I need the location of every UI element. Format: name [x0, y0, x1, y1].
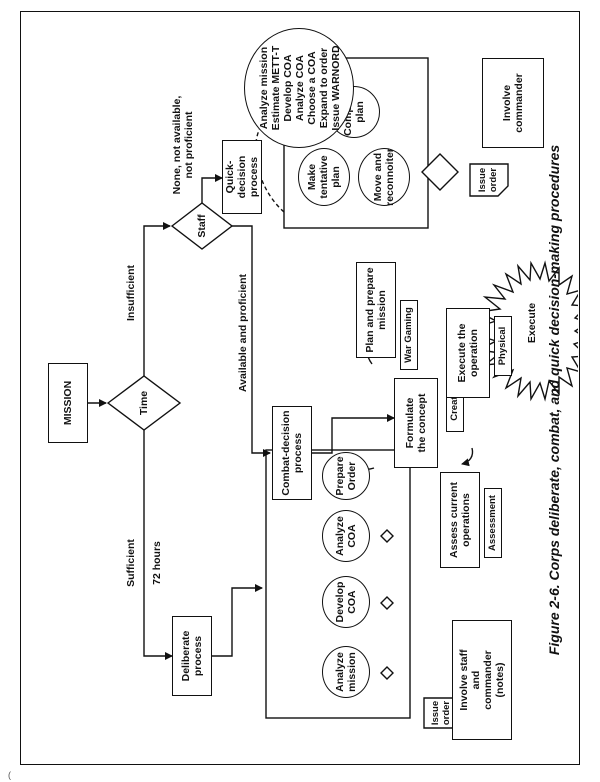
staff-label: Staff [195, 214, 208, 238]
page-mark: ( [8, 770, 11, 780]
involve-commander-box: Involve commander [482, 58, 544, 148]
cycle-arrow [461, 447, 474, 467]
mission-box: MISSION [48, 363, 88, 443]
edge-available: Available and proficient [236, 273, 249, 393]
war-gaming-tag: War Gaming [400, 300, 418, 370]
edge-insufficient: Insufficient [124, 265, 137, 322]
connector-staff-quick [201, 174, 223, 203]
edge-72-hours: 72 hours [150, 541, 163, 585]
edge-sufficient: Sufficient [124, 539, 137, 587]
execute-label: Execute [525, 302, 538, 344]
figure-caption: Figure 2-6. Corps deliberate, combat, an… [546, 144, 562, 656]
step-diamond [380, 596, 394, 610]
edge-none: None, not available, not proficient [170, 95, 195, 195]
mission-label: MISSION [61, 380, 74, 426]
physical-tag: Physical [494, 316, 512, 376]
connector-staff-combat [232, 225, 271, 457]
deliberate-step-4: Prepare Order [322, 452, 370, 500]
deliberate-step-1: Analyze mission [322, 646, 370, 698]
assessment-tag: Assessment [484, 488, 502, 558]
page-frame [20, 11, 580, 765]
connector-deliberate-box [212, 584, 263, 657]
issue-order-shape [469, 163, 509, 197]
time-diamond [106, 375, 182, 431]
deliberate-step-2: Develop COA [322, 576, 370, 628]
formulate-box: Formulate the concept [394, 378, 438, 468]
execute-operation-box: Execute the operation [446, 308, 490, 398]
flowchart: MISSION Time Staff Insufficient Sufficie… [22, 16, 578, 768]
quick-process-box: Quick-decision process [222, 140, 262, 214]
quick-step-1: Make tentative plan [298, 148, 350, 206]
connector-time-staff [143, 222, 171, 376]
quick-issue-order: Issue order [477, 167, 499, 193]
connector-combat-formulate [312, 414, 395, 454]
plan-box: Plan and prepare mission [356, 262, 396, 358]
quick-details-ellipse: Analyze mission Estimate METT-T Develop … [244, 28, 354, 148]
deliberate-steps-box [265, 449, 411, 719]
involve-staff-box: Involve staff and commander (notes) [452, 620, 512, 740]
quick-issue-diamond [421, 153, 459, 191]
deliberate-step-3: Analyze COA [322, 510, 370, 562]
assess-box: Assess current operations [440, 472, 480, 568]
step-diamond [380, 529, 394, 543]
step-diamond [380, 666, 394, 680]
time-label: Time [137, 390, 150, 416]
deliberate-process-box: Deliberate process [172, 616, 212, 696]
connector-time-deliberate [143, 430, 173, 660]
combat-process-box: Combat-decision process [272, 406, 312, 500]
quick-step-2: Move and reconnoiter [358, 148, 410, 206]
